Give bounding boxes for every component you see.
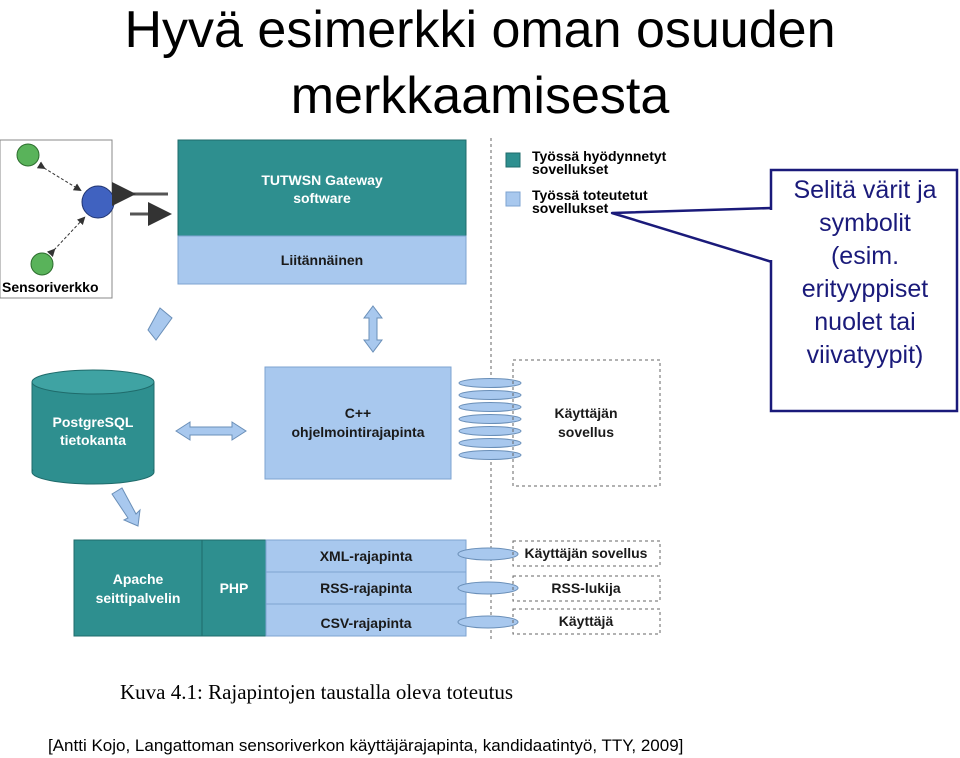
cpp-connectors [458,378,522,460]
sensor-frame [0,139,113,299]
db-label-1: PostgreSQL [53,414,134,430]
callout-pointer [610,206,774,264]
apache-box [73,539,203,637]
connector-2 [458,390,522,400]
connector-4 [458,414,522,424]
gateway-label-2: software [293,190,351,206]
connector-5 [458,426,522,436]
apache-label-2: seittipalvelin [96,590,181,606]
sensor-node-1 [16,143,40,167]
api-connector-2 [457,581,519,595]
callout-box [769,168,959,413]
legend-dark-l2: sovellukset [532,161,609,177]
connector-1 [458,378,522,388]
sensor-network: Sensoriverkko [0,139,172,299]
callout-line-5: nuolet tai [814,308,916,336]
user-app-box [512,359,661,487]
cpp-label-2: ohjelmointirajapinta [291,424,424,440]
legend-swatch-light [505,191,521,207]
csv-api-box [265,603,467,637]
cpp-box [264,366,452,480]
callout-line-4: erityyppiset [801,275,929,303]
clients: Käyttäjän sovellus RSS-lukija Käyttäjä [512,540,661,635]
legend-light-l1: Työssä toteutetut [532,187,648,203]
client-box-2 [512,575,661,602]
db-top [31,369,155,395]
arrow-gateway-cpp [363,305,383,353]
legend-light-l2: sovellukset [532,200,609,216]
api-connector-1 [457,547,519,561]
apache-label-1: Apache [113,571,164,587]
plugin-label: Liitännäinen [281,252,363,268]
user-app: Käyttäjän sovellus [512,359,661,487]
api-label-rss: RSS-rajapinta [320,580,412,596]
callout [610,168,959,413]
sensor-gateway-node [81,185,115,219]
connector-6 [458,438,522,448]
arrow-sensor-to-db [147,307,173,341]
cpp-api: C++ ohjelmointirajapinta [264,366,452,480]
sensor-link-2 [46,216,86,258]
figure-caption: Kuva 4.1: Rajapintojen taustalla oleva t… [120,680,514,704]
gateway-box [177,139,467,237]
plugin-box [177,235,467,285]
citation: [Antti Kojo, Langattoman sensoriverkon k… [48,736,684,755]
callout-line-2: symbolit [819,209,911,237]
user-app-label-2: sovellus [558,424,614,440]
connector-3 [458,402,522,412]
api-label-xml: XML-rajapinta [320,548,413,564]
api-label-csv: CSV-rajapinta [320,615,411,631]
title-line-2: merkkaamisesta [290,67,670,125]
sensor-node-2 [30,252,54,276]
legend-swatch-dark [505,152,521,168]
client-box-1 [512,540,661,567]
web-block: Apache seittipalvelin PHP XML-rajapinta … [73,539,467,637]
connector-7 [458,450,522,460]
client-label-1: Käyttäjän sovellus [525,545,648,561]
legend-dark-l1: Työssä hyödynnetyt [532,148,667,164]
php-box [201,539,267,637]
arrow-db-to-apache [111,487,141,527]
client-label-3: Käyttäjä [559,613,614,629]
db-fill [33,382,153,470]
client-label-2: RSS-lukija [551,580,620,596]
php-label: PHP [220,580,249,596]
database: PostgreSQL tietokanta [31,369,155,485]
db-label-2: tietokanta [60,432,126,448]
callout-text: Selitä värit ja symbolit (esim. erityypp… [772,174,958,372]
callout-line-1: Selitä värit ja [793,176,937,204]
gateway-block: TUTWSN Gateway software Liitännäinen [177,139,467,285]
cpp-label-1: C++ [345,405,371,421]
callout-line-3: (esim. [830,242,900,270]
api-connector-3 [457,615,519,629]
xml-api-box [265,539,467,573]
client-box-3 [512,608,661,635]
arrow-db-cpp [175,421,247,441]
sensor-label: Sensoriverkko [2,279,99,295]
user-app-label-1: Käyttäjän [554,405,617,421]
callout-line-6: viivatyypit) [806,341,924,369]
gateway-label-1: TUTWSN Gateway [261,172,383,188]
legend: Työssä hyödynnetyt sovellukset Työssä to… [505,148,667,216]
sensor-link-1 [36,161,82,192]
title-line-1: Hyvä esimerkki oman osuuden [124,1,836,59]
